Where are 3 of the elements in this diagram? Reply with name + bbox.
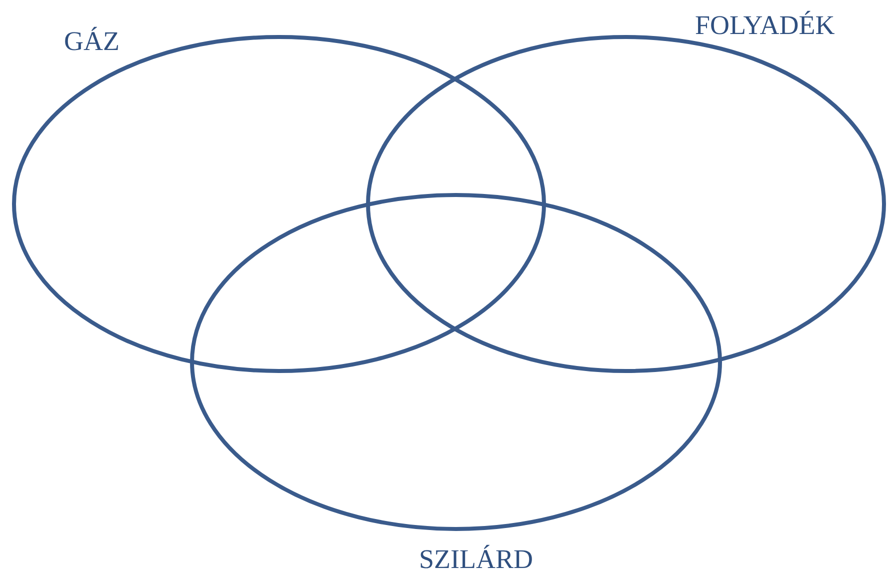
set-label: FOLYADÉK	[695, 12, 835, 39]
set-label: SZILÁRD	[419, 546, 533, 573]
set-label: GÁZ	[64, 28, 120, 55]
